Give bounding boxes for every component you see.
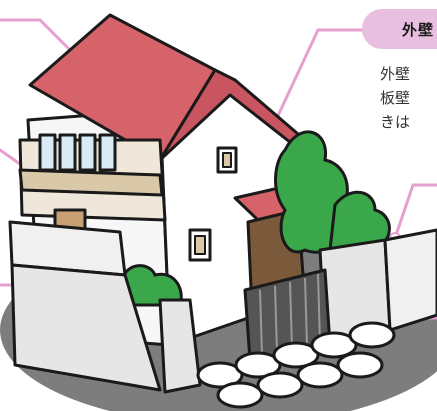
leader-wall <box>260 28 374 152</box>
balcony-rail <box>18 168 164 197</box>
wall-callout-badge: 外壁 <box>362 9 437 49</box>
bushes <box>118 130 391 307</box>
balcony-window-1 <box>38 133 57 172</box>
fence-front <box>158 298 202 394</box>
fence <box>8 220 437 394</box>
fence-right <box>383 228 437 332</box>
balcony-window-3 <box>78 133 97 172</box>
wall-callout-line-1: 外壁 <box>380 65 411 83</box>
gate-bars <box>259 273 321 356</box>
balcony-window-2 <box>58 133 77 172</box>
lower-window-inner <box>194 235 206 255</box>
wall-callout-line-3: きは <box>380 113 411 131</box>
fence-left <box>10 263 162 392</box>
wall-callout-title: 外壁 <box>402 20 435 39</box>
stepping-stones <box>196 321 396 409</box>
wall-callout-line-2: 板壁 <box>380 89 411 107</box>
upper-window-inner <box>222 152 232 168</box>
balcony-window-4 <box>98 133 117 172</box>
leader-fence <box>393 183 437 240</box>
